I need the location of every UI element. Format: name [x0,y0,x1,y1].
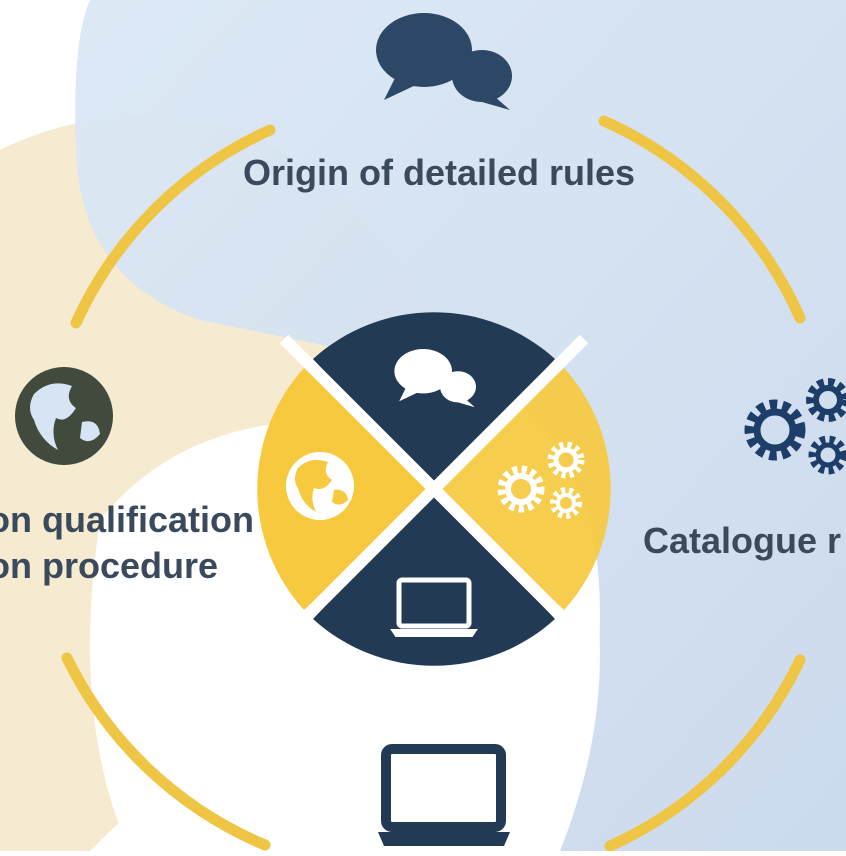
quadrant-top [313,312,555,489]
label-qualification: on qualification [0,499,254,540]
quadrant-right [434,368,611,610]
outer-ring [61,115,806,852]
inner-laptop-icon [390,577,478,637]
globe-icon [15,367,113,465]
center-quadrants [257,312,611,666]
blue-blob [75,0,846,851]
ring-arc-top-left [70,124,276,329]
laptop-icon [378,744,510,846]
ring-arc-bottom-left [61,652,271,851]
ring-arc-top-right [598,115,806,324]
inner-globe-icon [286,452,354,520]
label-procedure: on procedure [0,545,219,586]
label-catalogue: Catalogue r [643,520,842,561]
quadrant-bottom [313,489,555,666]
gears-icon [744,378,846,475]
label-origin-of-detailed-rules: Origin of detailed rules [243,152,636,193]
ring-arc-bottom-right [604,654,806,852]
inner-gears-icon [497,441,585,519]
